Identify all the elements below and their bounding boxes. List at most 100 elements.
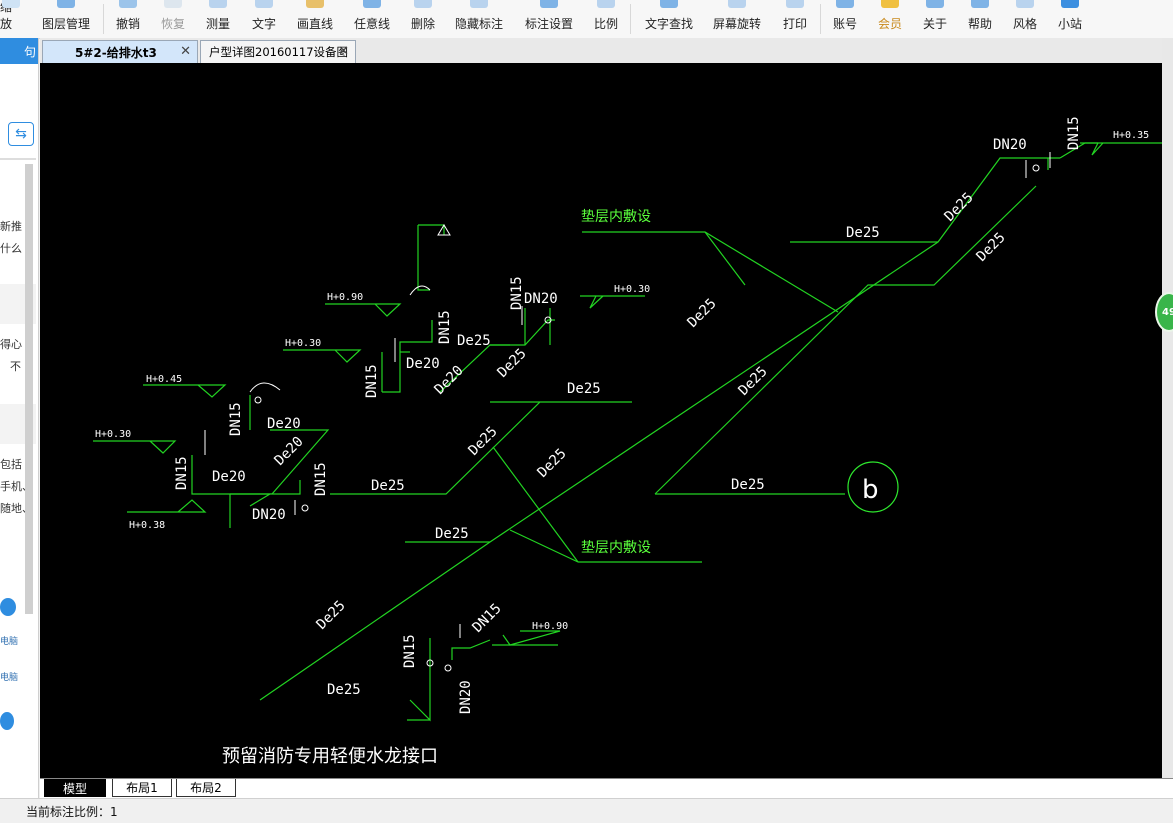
- valve-symbol: [254, 396, 262, 404]
- pipe: [262, 480, 301, 495]
- account-button[interactable]: 账号: [830, 0, 860, 38]
- pipe-network: [191, 142, 1098, 722]
- side-panel-scrollbar[interactable]: [25, 164, 33, 614]
- rotate-button[interactable]: 屏幕旋转: [711, 0, 763, 38]
- help-button[interactable]: 帮助: [965, 0, 995, 38]
- pipe-label: De25: [327, 682, 361, 698]
- ruler-icon: [209, 0, 227, 8]
- document-tabs: 5#2-给排水t3 ✕ 户型详图20160117设备图 ✕: [40, 38, 1173, 63]
- freeline-button[interactable]: 任意线: [352, 0, 392, 38]
- faucet-icon: [249, 382, 281, 393]
- vip-button[interactable]: 会员: [875, 0, 905, 38]
- pipe-label: De25: [435, 526, 469, 542]
- pipe-label: De25: [314, 598, 349, 633]
- level-marker: [127, 499, 207, 513]
- pipe-label: DN20: [524, 291, 558, 307]
- valve-symbol: [1032, 164, 1040, 172]
- drawing-canvas[interactable]: De25 De25 De25 De25 De25 De25 De25 De20 …: [40, 63, 1173, 778]
- pipe-label: DN15: [402, 634, 418, 668]
- scale-icon: [597, 0, 615, 8]
- pipe-label: De25: [457, 333, 491, 349]
- side-panel-text: 包括: [0, 458, 22, 471]
- pipe-label: De20: [272, 434, 307, 469]
- toolbar-divider: [630, 4, 631, 34]
- pipe-label: DN20: [993, 137, 1027, 153]
- side-panel-text: 随地、: [0, 502, 33, 515]
- level-marker: [325, 303, 402, 317]
- level-label: H+0.35: [1113, 130, 1149, 141]
- tab-model[interactable]: 模型: [44, 779, 106, 797]
- layers-button[interactable]: 图层管理: [40, 0, 92, 38]
- zoom-button[interactable]: 缩放: [0, 0, 22, 38]
- redo-button[interactable]: 恢复: [158, 0, 188, 38]
- vip-icon: [881, 0, 899, 8]
- faucet-icon: [409, 285, 431, 296]
- info-icon: [926, 0, 944, 8]
- style-button[interactable]: 风格: [1010, 0, 1040, 38]
- printer-icon: [786, 0, 804, 8]
- layout-tabs: 模型 布局1 布局2: [40, 778, 1173, 799]
- side-panel-text: 新推: [0, 220, 22, 233]
- pipe-label: De25: [466, 424, 501, 459]
- hide-marks-button[interactable]: 隐藏标注: [453, 0, 505, 38]
- pipe-labels: De25 De25 De25 De25 De25 De25 De25 De20 …: [174, 116, 1082, 714]
- pipe: [270, 429, 330, 495]
- pipe-label: De25: [371, 478, 405, 494]
- pencil-icon: [306, 0, 324, 8]
- pipe: [382, 352, 401, 393]
- zoom-icon: [2, 0, 20, 8]
- site-icon: [1061, 0, 1079, 8]
- close-icon[interactable]: ✕: [180, 44, 191, 59]
- side-panel: 句 ⇆ 新推 什么 得心 不 包括 手机、 随地、 电脑 电脑: [0, 38, 39, 798]
- close-icon[interactable]: ✕: [338, 44, 349, 59]
- scale-button[interactable]: 比例: [592, 0, 620, 38]
- side-panel-text: 不: [10, 360, 21, 373]
- pipe-label: DN15: [437, 310, 453, 344]
- pipe: [191, 455, 212, 495]
- pipe-label: De25: [567, 381, 601, 397]
- pipe-label: DN15: [228, 402, 244, 436]
- erase-button[interactable]: 删除: [408, 0, 438, 38]
- gear-icon: [540, 0, 558, 8]
- float-badge[interactable]: 49: [1155, 292, 1173, 332]
- text-button[interactable]: 文字: [249, 0, 279, 38]
- text-search-button[interactable]: 文字查找: [643, 0, 695, 38]
- site-button[interactable]: 小站: [1055, 0, 1085, 38]
- mark-settings-button[interactable]: 标注设置: [523, 0, 575, 38]
- valve-symbol: [426, 659, 434, 667]
- main-pipe: [259, 157, 1060, 701]
- tab-label: 5#2-给排水t3: [75, 45, 157, 60]
- cad-drawing: De25 De25 De25 De25 De25 De25 De25 De20 …: [93, 116, 1163, 767]
- pipe: [451, 639, 491, 660]
- right-scrollbar[interactable]: [1162, 38, 1173, 798]
- pipe-label: De25: [846, 225, 880, 241]
- toolbar: 缩放 图层管理 撤销 恢复 测量 文字 画直线 任意线 删除 隐藏标注 标注设置…: [0, 0, 1173, 39]
- rotate-icon: [728, 0, 746, 8]
- level-marker: [580, 295, 645, 309]
- help-icon: [971, 0, 989, 8]
- tab-document-active[interactable]: 5#2-给排水t3 ✕: [42, 40, 198, 63]
- refresh-icon[interactable]: ⇆: [8, 122, 34, 146]
- line-button[interactable]: 画直线: [295, 0, 335, 38]
- pipe: [654, 185, 1037, 495]
- pipe-label: DN15: [1066, 116, 1082, 150]
- tab-document[interactable]: 户型详图20160117设备图 ✕: [200, 40, 356, 63]
- tab-layout-1[interactable]: 布局1: [112, 779, 172, 797]
- measure-button[interactable]: 测量: [203, 0, 233, 38]
- pipe-label: De25: [495, 346, 530, 381]
- pipe-label: DN15: [509, 276, 525, 310]
- tab-layout-2[interactable]: 布局2: [176, 779, 236, 797]
- leader-line: [509, 529, 579, 563]
- undo-button[interactable]: 撤销: [113, 0, 143, 38]
- pipe-label: De25: [685, 296, 720, 331]
- undo-icon: [119, 0, 137, 8]
- print-button[interactable]: 打印: [780, 0, 810, 38]
- layers-icon: [57, 0, 75, 8]
- side-panel-text: 电脑: [0, 637, 19, 647]
- search-icon: [660, 0, 678, 8]
- reserve-note: 预留消防专用轻便水龙接口: [222, 746, 438, 767]
- fittings: [204, 152, 1051, 672]
- level-marker: [283, 349, 362, 363]
- about-button[interactable]: 关于: [920, 0, 950, 38]
- cloud-icon: [0, 712, 14, 730]
